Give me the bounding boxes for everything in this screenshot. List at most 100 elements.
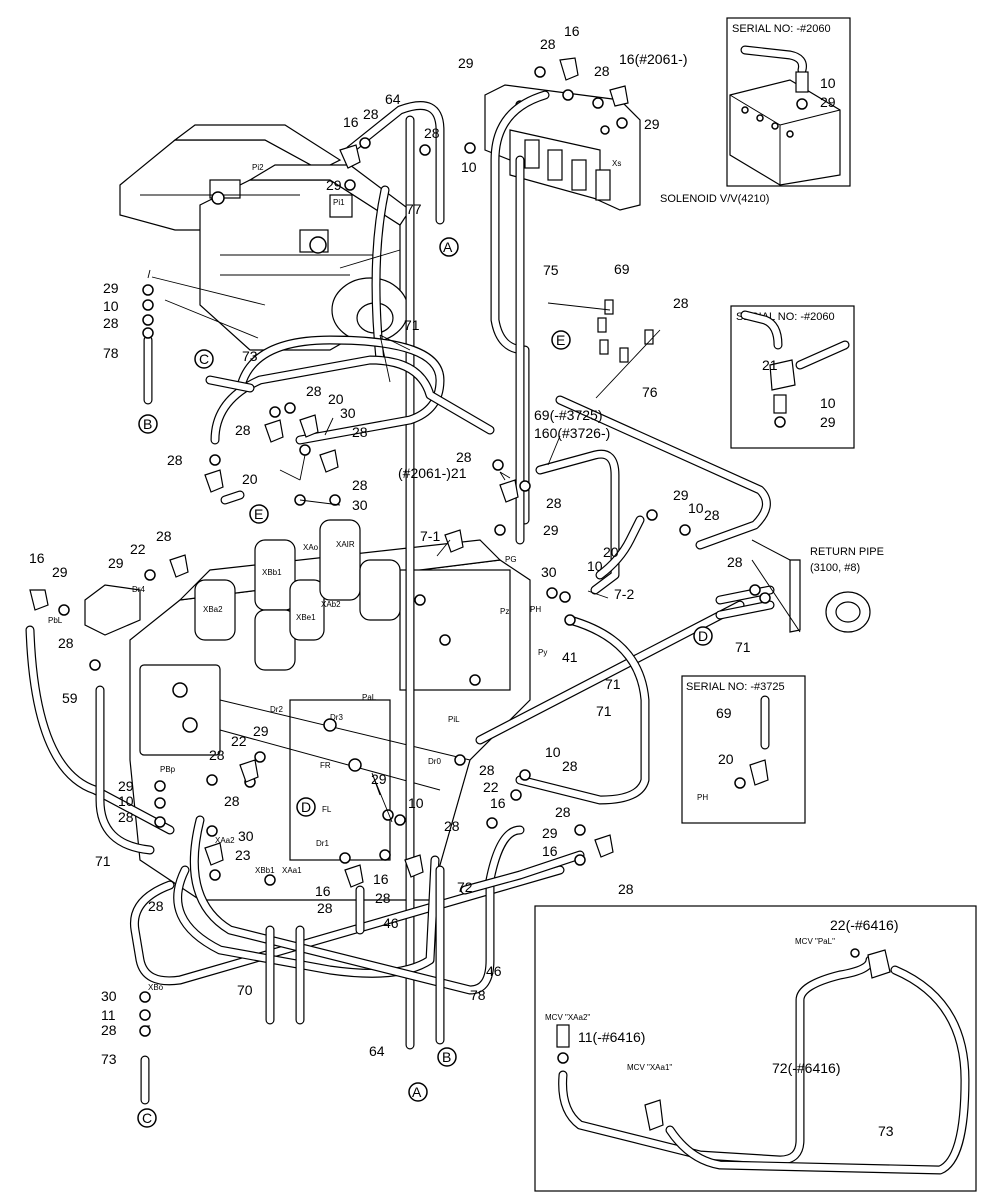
- label-71: 71: [735, 639, 751, 655]
- label-28: 28: [546, 495, 562, 511]
- label-16: 16: [564, 23, 580, 39]
- label-7-1: 7-1: [420, 528, 440, 544]
- label-28: 28: [673, 295, 689, 311]
- label-30: 30: [101, 988, 117, 1004]
- label-29: 29: [108, 555, 124, 571]
- port-dr4-label: Dr4: [132, 585, 145, 594]
- solenoid-valve: Xs SOLENOID V/V(4210): [484, 84, 769, 211]
- port-xbo-label: XBo: [148, 983, 164, 992]
- label-30: 30: [340, 405, 356, 421]
- label-28: 28: [727, 554, 743, 570]
- svg-text:C: C: [199, 351, 209, 367]
- port-dr2-label: Dr2: [270, 705, 283, 714]
- port-xbe1-label: XBe1: [296, 613, 316, 622]
- inset-mcv-xaa2: MCV "XAa2": [545, 1013, 590, 1022]
- port-xair-label: XAIR: [336, 540, 355, 549]
- label-30: 30: [238, 828, 254, 844]
- label-10: 10: [408, 795, 424, 811]
- connector-e-left: E: [249, 504, 269, 524]
- label-20: 20: [603, 544, 619, 560]
- port-dr3-label: Dr3: [330, 713, 343, 722]
- inset-serial-2060-solenoid: SERIAL NO: -#2060: [726, 17, 851, 187]
- label-59: 59: [62, 690, 78, 706]
- inset-label-20: 20: [718, 751, 734, 767]
- label-16: 16: [343, 114, 359, 130]
- port-pbl-label: PbL: [48, 616, 63, 625]
- label-28: 28: [594, 63, 610, 79]
- label-28: 28: [148, 898, 164, 914]
- label-10: 10: [688, 500, 704, 516]
- label-78: 78: [470, 987, 486, 1003]
- label-41: 41: [562, 649, 578, 665]
- label-28: 28: [540, 36, 556, 52]
- label-16: 16: [29, 550, 45, 566]
- label-28: 28: [424, 125, 440, 141]
- label-28: 28: [317, 900, 333, 916]
- label-30: 30: [541, 564, 557, 580]
- label-160: 160(#3726-): [534, 425, 610, 441]
- inset-ph-serial: SERIAL NO: -#3725: [686, 681, 785, 693]
- label-16: 16: [315, 883, 331, 899]
- part-labels: 16 28 16(#2061-) 28 29 29 64 28 16 28 10…: [29, 23, 899, 1139]
- label-71: 71: [95, 853, 111, 869]
- inset-label-21: 21: [762, 357, 778, 373]
- port-pg-label: PG: [505, 555, 517, 564]
- svg-text:C: C: [142, 1110, 152, 1126]
- label-16: 16: [373, 871, 389, 887]
- connectors: A A B B C C D D: [137, 237, 713, 1128]
- inset-label-69: 69: [716, 705, 732, 721]
- label-28: 28: [704, 507, 720, 523]
- svg-text:A: A: [412, 1084, 422, 1100]
- label-30: 30: [352, 497, 368, 513]
- label-28: 28: [167, 452, 183, 468]
- label-77: 77: [406, 201, 422, 217]
- label-10: 10: [461, 159, 477, 175]
- svg-text:D: D: [301, 799, 311, 815]
- label-29: 29: [52, 564, 68, 580]
- label-28: 28: [235, 422, 251, 438]
- label-28: 28: [618, 881, 634, 897]
- port-ph-label: PH: [530, 605, 541, 614]
- port-xba2-label: XBa2: [203, 605, 223, 614]
- label-76: 76: [642, 384, 658, 400]
- label-28: 28: [352, 477, 368, 493]
- svg-text:A: A: [443, 239, 453, 255]
- label-28: 28: [101, 1022, 117, 1038]
- port-pil-label: PiL: [448, 715, 460, 724]
- port-dro-label: Dr0: [428, 757, 441, 766]
- port-xao-label: XAo: [303, 543, 319, 552]
- label-78: 78: [103, 345, 119, 361]
- port-dr1-label: Dr1: [316, 839, 329, 848]
- main-control-valve: XBa2 XBb1 XBe1 XAb2 XAo XAIR Dr2 Dr3 Dr1…: [129, 519, 547, 992]
- label-10: 10: [545, 744, 561, 760]
- label-28: 28: [363, 106, 379, 122]
- port-xbb-label: XBb1: [255, 866, 275, 875]
- port-pal-label: PaL: [362, 693, 377, 702]
- connector-c-top: C: [194, 349, 214, 369]
- label-29: 29: [673, 487, 689, 503]
- connector-d-left: D: [296, 797, 316, 817]
- label-10: 10: [587, 558, 603, 574]
- inset-label-10: 10: [820, 75, 836, 91]
- inset-serial-6416: MCV "PaL" MCV "XAa2" MCV "XAa1": [534, 905, 977, 1192]
- svg-text:B: B: [442, 1049, 451, 1065]
- connector-b-top: B: [138, 414, 158, 434]
- label-28: 28: [375, 890, 391, 906]
- label-22: 22: [130, 541, 146, 557]
- inset-mcv-xaa1: MCV "XAa1": [627, 1063, 672, 1072]
- port-pi2-label: Pi2: [252, 163, 264, 172]
- connector-a-top: A: [439, 237, 459, 257]
- label-71: 71: [404, 317, 420, 333]
- label-29: 29: [542, 825, 558, 841]
- inset-label-72-6416: 72(-#6416): [772, 1060, 841, 1076]
- label-20: 20: [328, 391, 344, 407]
- return-pipe-ref: (3100, #8): [810, 562, 860, 574]
- label-73: 73: [242, 348, 258, 364]
- label-29: 29: [371, 771, 387, 787]
- label-28: 28: [479, 762, 495, 778]
- label-71: 71: [596, 703, 612, 719]
- label-72: 72: [457, 879, 473, 895]
- port-fl-label: FL: [322, 805, 332, 814]
- label-28: 28: [352, 424, 368, 440]
- label-64: 64: [369, 1043, 385, 1059]
